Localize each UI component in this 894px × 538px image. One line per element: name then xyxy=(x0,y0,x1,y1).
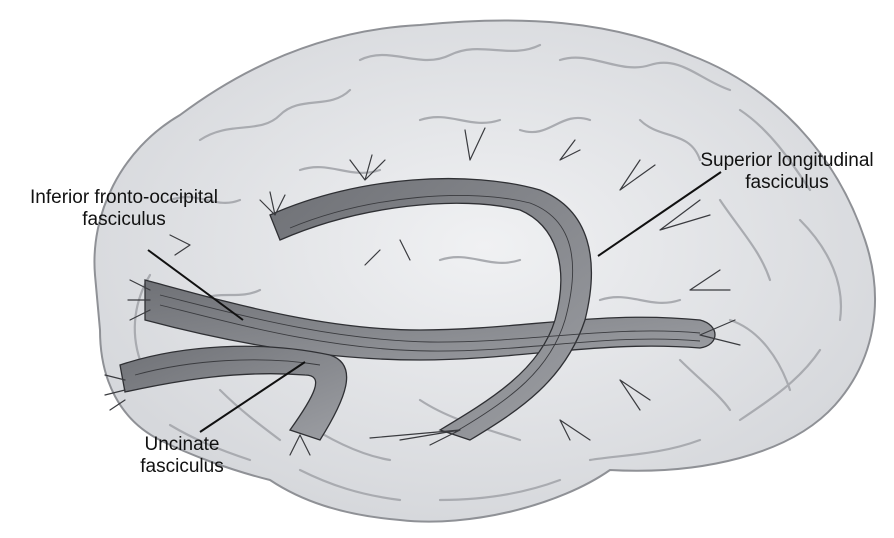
ifof-label-line2: fasciculus xyxy=(8,209,240,231)
slf-label: Superior longitudinal fasciculus xyxy=(682,150,892,194)
slf-label-line1: Superior longitudinal xyxy=(682,150,892,172)
ifof-label: Inferior fronto-occipital fasciculus xyxy=(8,187,240,231)
uf-label: Uncinate fasciculus xyxy=(122,434,242,478)
ifof-label-line1: Inferior fronto-occipital xyxy=(8,187,240,209)
slf-label-line2: fasciculus xyxy=(682,172,892,194)
uf-label-line1: Uncinate xyxy=(122,434,242,456)
uf-label-line2: fasciculus xyxy=(122,456,242,478)
